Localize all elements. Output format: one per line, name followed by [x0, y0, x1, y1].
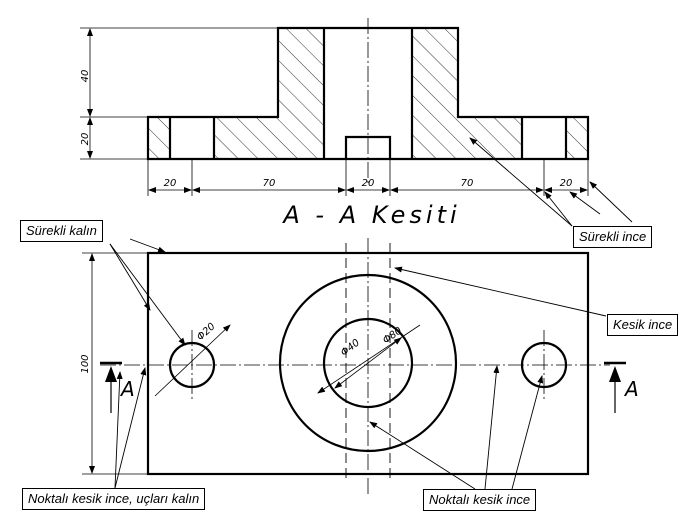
- callout-surekli-ince: Sürekli ince: [573, 226, 653, 248]
- section-title: A - A Kesiti: [281, 201, 460, 229]
- cut-letter-right: A: [623, 377, 639, 401]
- callout-kesik-ince: Kesik ince: [607, 314, 679, 336]
- section-view: [146, 18, 590, 185]
- dim-40-label: 40: [80, 70, 91, 83]
- callout-surekli-kalin: Sürekli kalın: [20, 220, 103, 242]
- cut-letter-left: A: [119, 377, 135, 401]
- callout-noktali-kesik-ince-uclari-kalin: Noktalı kesik ince, uçları kalın: [22, 488, 206, 510]
- dim-20-right-label: 20: [560, 178, 573, 189]
- plan-view: Φ20 Φ40 Φ80 100 A A: [80, 238, 639, 495]
- section-vertical-dimensions: [80, 27, 278, 160]
- section-outline: [146, 26, 590, 161]
- dim-20-left-label: 20: [164, 178, 177, 189]
- callout-noktali-kesik-ince: Noktalı kesik ince: [423, 489, 537, 511]
- cut-marker-left: [100, 361, 122, 413]
- dim-70-right-label: 70: [461, 178, 474, 189]
- cut-marker-right: [604, 361, 626, 413]
- hatched-regions: [148, 28, 588, 159]
- dim-70-left-label: 70: [263, 178, 276, 189]
- callout-leaders: [109, 137, 633, 490]
- dim-100-label: 100: [80, 354, 91, 373]
- section-horizontal-dimensions: [147, 159, 589, 196]
- dim-d40-label: Φ40: [339, 337, 362, 358]
- dim-20-mid-label: 20: [362, 178, 375, 189]
- hidden-lines: [345, 243, 391, 478]
- diameter-leaders: [154, 324, 421, 397]
- dim-20-vertical-label: 20: [80, 133, 91, 146]
